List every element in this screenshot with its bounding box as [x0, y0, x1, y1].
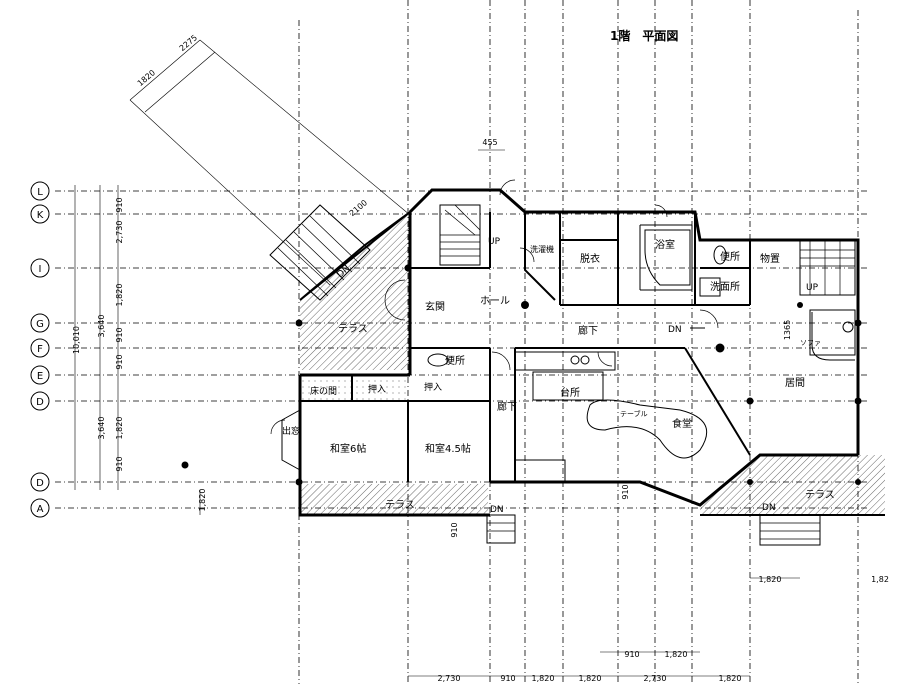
- axis-bubble-f: [30, 338, 50, 358]
- dn-label-right: DN: [762, 503, 776, 513]
- dim-bottom-2730: 2,730: [438, 674, 461, 683]
- label-deguchi: 出窓: [282, 425, 300, 437]
- label-table: テーブル: [620, 409, 648, 418]
- axis-label-k: K: [37, 210, 44, 221]
- dim-bottom-1820-c: 1,820: [719, 674, 742, 683]
- room-corridor: 廊下: [578, 324, 598, 337]
- dn-label-mid: DN: [668, 325, 682, 335]
- grid-axis-markers: L K I G F E D D A: [30, 181, 50, 518]
- room-toilet-right: 便所: [720, 250, 740, 263]
- dim-bottom-2730-b: 2,730: [644, 674, 667, 683]
- axis-label-d1: D: [36, 397, 44, 408]
- toilet-right: [713, 245, 727, 265]
- axis-bubble-g: [30, 313, 50, 333]
- dim-bottom-1820-a: 1,820: [532, 674, 555, 683]
- axis-label-e: E: [37, 371, 43, 382]
- axis-bubble-i: [30, 258, 50, 278]
- toilet-left: [427, 353, 449, 367]
- dim-diag-1820: 1820: [136, 68, 157, 88]
- axis-bubble-d1: [30, 391, 50, 411]
- terrace-right-hatch: [700, 455, 885, 515]
- room-dressing: 脱衣: [580, 252, 600, 265]
- dim-bottom2-910: 910: [624, 650, 639, 659]
- room-terrace-right: テラス: [805, 489, 835, 501]
- room-storage: 物置: [760, 252, 780, 265]
- dim-left-3640-bottom: 3,640: [97, 417, 106, 440]
- wash-basin: [699, 277, 721, 297]
- dim-left-910-e: 910: [115, 354, 124, 369]
- door-swings: [270, 179, 719, 435]
- room-washing: 洗濯機: [530, 244, 554, 254]
- dim-stair-1365: 1365: [783, 320, 792, 340]
- bay-window: [281, 409, 301, 471]
- dim-diag-2100: 2100: [348, 198, 369, 218]
- axis-bubble-a: [30, 498, 50, 518]
- room-bath: 浴室: [655, 238, 675, 251]
- room-washitsu-45: 和室4.5帖: [425, 442, 471, 455]
- room-terrace-left: テラス: [338, 323, 368, 335]
- room-toilet-left: 便所: [445, 354, 465, 367]
- dim-left-10010: 10,010: [72, 326, 81, 354]
- dn-label-bottom: DN: [490, 505, 504, 515]
- room-dining: 食堂: [672, 417, 692, 430]
- up-label-2: UP: [806, 283, 819, 293]
- dim-mid-910: 910: [450, 522, 459, 537]
- dim-left-1820: 1,820: [115, 284, 124, 307]
- axis-label-f: F: [37, 344, 43, 355]
- kitchen-fixtures: [514, 351, 708, 483]
- axis-label-i: I: [39, 264, 42, 275]
- dim-mid-910-b: 910: [621, 484, 630, 499]
- interior-stair: UP: [439, 204, 501, 266]
- dim-top-455: 455: [482, 138, 497, 147]
- axis-label-d2: D: [36, 478, 44, 489]
- room-genkan: 玄関: [425, 300, 445, 313]
- plan-title: 1階 平面図: [610, 28, 678, 43]
- dining-table: [586, 399, 708, 459]
- axis-bubble-l: [30, 181, 50, 201]
- dim-left-910-bottom: 910: [115, 456, 124, 471]
- right-stair: UP 1365: [783, 239, 856, 356]
- terrace-left-hatch: [300, 212, 410, 370]
- bottom-steps: DN DN 910 910: [450, 484, 821, 546]
- dim-right-bottom-182: 1,82: [871, 575, 889, 584]
- room-washitsu-6: 和室6帖: [330, 442, 366, 455]
- room-kitchen: 台所: [560, 386, 580, 399]
- axis-label-a: A: [37, 504, 44, 515]
- dim-bottom2-1820: 1,820: [665, 650, 688, 659]
- dim-left-small: 1,820: [198, 489, 207, 512]
- closet-fill: [300, 375, 408, 401]
- bathtub: [644, 229, 691, 286]
- left-dimensions: 910 2,730 1,820 910 910 1,820 910 3,640 …: [72, 185, 207, 515]
- axis-bubble-k: [30, 204, 50, 224]
- dim-right-bottom-1820: 1,820: [759, 575, 782, 584]
- axis-bubble-e: [30, 365, 50, 385]
- dim-left-3640-top: 3,640: [97, 315, 106, 338]
- room-washroom: 洗面所: [710, 281, 740, 293]
- dim-left-2730: 2,730: [115, 221, 124, 244]
- dim-left-1820-d: 1,820: [115, 417, 124, 440]
- terrace-bottom-hatch: [300, 484, 488, 514]
- dim-bottom-1820-b: 1,820: [579, 674, 602, 683]
- sofa-outline: [811, 312, 855, 361]
- bottom-dimensions: 2,730 910 1,820 1,820 2,730 1,820 910 1,…: [408, 138, 889, 683]
- axis-label-g: G: [36, 319, 44, 330]
- room-oshiire-2: 押入: [424, 381, 442, 393]
- room-corridor-2: 廊下: [497, 400, 517, 413]
- up-label-1: UP: [488, 237, 501, 247]
- label-sofa: ソファ: [800, 339, 821, 347]
- dim-bottom-910: 910: [500, 674, 515, 683]
- room-terrace-bottom: テラス: [385, 499, 415, 511]
- room-hall: ホール: [480, 295, 510, 307]
- room-living: 居間: [785, 377, 805, 389]
- axis-label-l: L: [37, 187, 43, 198]
- axis-bubble-d2: [30, 472, 50, 492]
- vertical-grid-lines: [298, 0, 859, 684]
- dim-left-910-top: 910: [115, 197, 124, 212]
- dim-left-910-g: 910: [115, 327, 124, 342]
